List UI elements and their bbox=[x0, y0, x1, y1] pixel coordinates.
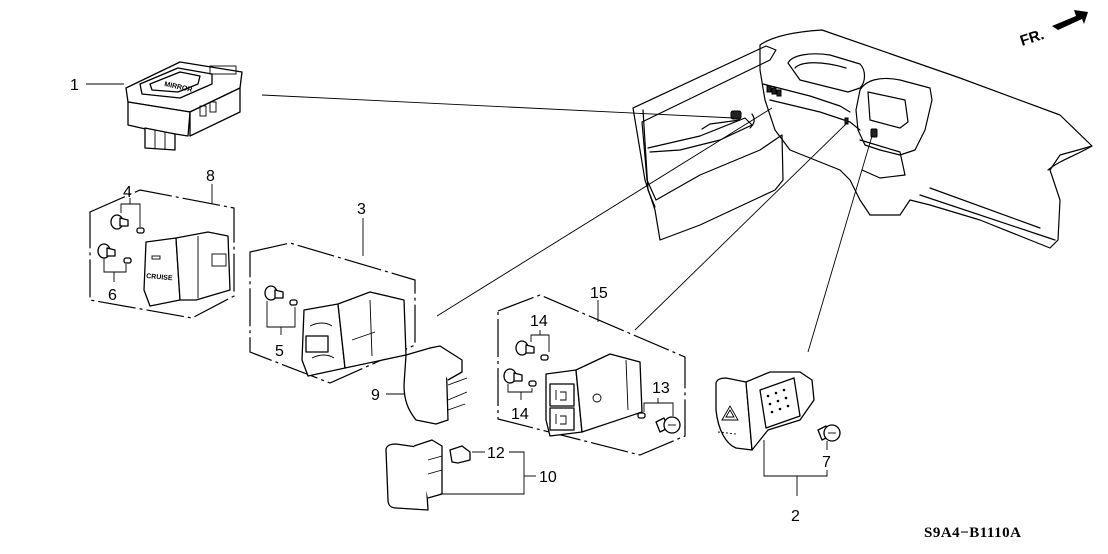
callout-14-top: 14 bbox=[530, 313, 548, 330]
callout-10: 10 bbox=[539, 469, 557, 486]
part-10-blank-plug: 12 10 bbox=[385, 439, 557, 511]
callout-2: 2 bbox=[791, 508, 800, 525]
front-arrow-icon bbox=[1052, 10, 1088, 30]
callout-7: 7 bbox=[822, 454, 831, 471]
callout-13: 13 bbox=[652, 380, 670, 397]
part-1-mirror-switch: MIRROR 1 bbox=[70, 61, 243, 151]
callout-14-bottom: 14 bbox=[511, 406, 529, 423]
callout-1: 1 bbox=[70, 77, 79, 94]
part-3-switch-group: 3 5 bbox=[249, 201, 416, 384]
part-15-switch-group: 15 14 14 13 bbox=[497, 285, 686, 456]
callout-4: 4 bbox=[123, 184, 132, 201]
callout-3: 3 bbox=[357, 201, 366, 218]
callout-6: 6 bbox=[108, 287, 117, 304]
callout-12: 12 bbox=[487, 445, 505, 462]
part-9-cover: 9 bbox=[371, 345, 468, 425]
front-label: FR. bbox=[1018, 26, 1046, 50]
callout-9: 9 bbox=[371, 387, 380, 404]
dashboard-illustration bbox=[632, 29, 1093, 249]
front-direction-indicator: FR. bbox=[1018, 10, 1088, 50]
callout-8: 8 bbox=[206, 168, 215, 185]
diagram-reference-code: S9A4−B1110A bbox=[924, 525, 1021, 541]
leader-lines bbox=[261, 94, 873, 353]
callout-5: 5 bbox=[275, 343, 284, 360]
callout-15: 15 bbox=[590, 285, 608, 302]
part-2-hazard-switch: 7 2 bbox=[715, 371, 841, 525]
part-8-cruise-switch-group: 8 4 6 CRUISE bbox=[89, 168, 235, 319]
cruise-marking: CRUISE bbox=[146, 273, 173, 282]
